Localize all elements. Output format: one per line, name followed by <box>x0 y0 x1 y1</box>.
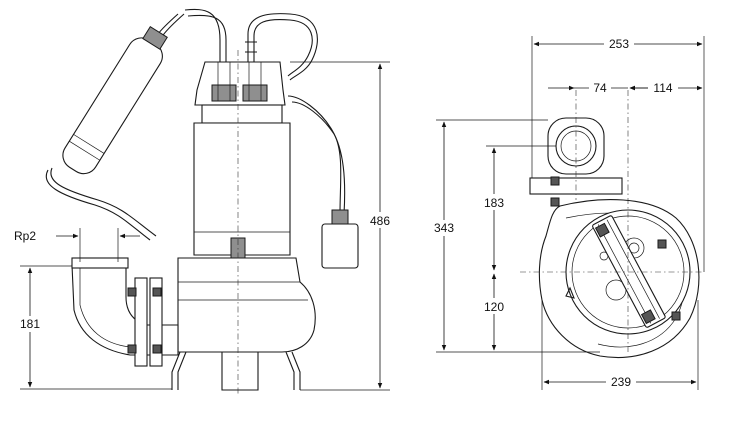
dim-thread-label: Rp2 <box>14 229 36 243</box>
float-switch-left <box>62 25 168 175</box>
foot-left <box>171 351 187 390</box>
motor-collar <box>201 104 283 124</box>
side-view: 486 181 Rp2 <box>14 8 393 395</box>
float-clamp <box>331 209 349 225</box>
bolt-icon <box>550 176 560 186</box>
float-cable-lower <box>45 167 157 241</box>
power-cable <box>184 8 227 62</box>
motor-body <box>193 122 291 256</box>
motor-head <box>194 61 286 106</box>
float-switch-right <box>321 223 359 269</box>
outlet-flange-b <box>149 277 163 367</box>
pump-volute <box>177 257 316 353</box>
outlet-flange-a <box>134 277 148 367</box>
shaft-housing <box>221 352 259 391</box>
dim-offset-right-label: 114 <box>653 81 672 95</box>
dim-offset-left-label: 74 <box>593 81 607 95</box>
dim-side-width-label: 253 <box>609 37 629 51</box>
dim-total-height-label: 486 <box>370 214 390 228</box>
bolt-icon <box>671 311 681 321</box>
bolt-icon <box>127 287 137 297</box>
float-cable-right <box>287 95 346 215</box>
dim-outlet-height-label: 181 <box>20 317 40 331</box>
bolt-icon <box>657 239 667 249</box>
lifting-handle <box>592 215 666 328</box>
top-view: 253 74 114 343 183 120 239 <box>428 36 705 390</box>
foot-right <box>285 351 301 390</box>
dim-base-width-label: 239 <box>611 375 631 389</box>
bolt-icon <box>550 197 560 207</box>
terminal-block-left <box>211 84 237 102</box>
power-cable-right <box>247 13 318 81</box>
bolt-icon <box>127 344 137 354</box>
rotation-arrow-icon <box>565 286 575 299</box>
bolt-icon <box>152 344 162 354</box>
dim-flange-height-label: 343 <box>434 221 454 235</box>
dim-lower-height-label: 120 <box>484 300 504 314</box>
dim-upper-height-label: 183 <box>484 196 504 210</box>
terminal-block-right <box>242 84 268 102</box>
cable-gland <box>245 41 257 53</box>
bolt-icon <box>152 287 162 297</box>
